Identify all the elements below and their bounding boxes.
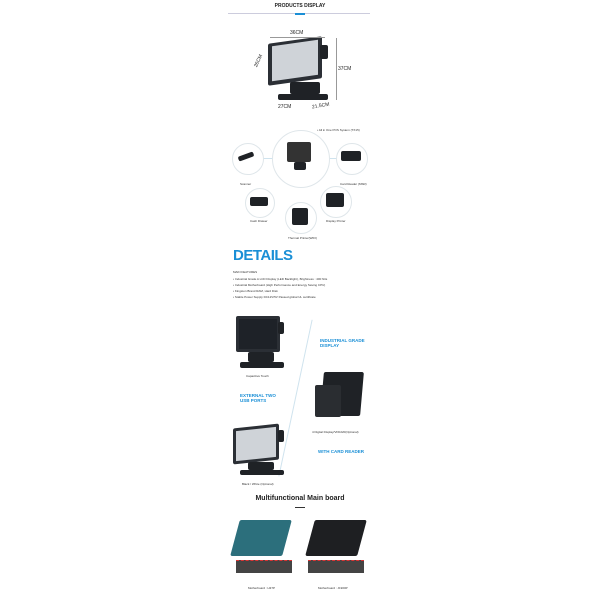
system-caption: • All in One POS System (TX15): [317, 128, 360, 132]
mainboard-title: Multifunctional Main board: [255, 495, 345, 502]
mainboard-h37p-image: [230, 520, 292, 556]
feature-bullet: • Stable Power Supply DC12V/5V Passed gl…: [233, 295, 316, 299]
dim-height: 37CM: [338, 66, 352, 72]
dim-depth: 26CM: [253, 53, 265, 69]
details-subtitle: MAIN FEATURES: [233, 270, 258, 274]
ports-j1900p: [308, 560, 364, 573]
caption-vfd: 4 Digital Display/VFD220(Optional): [312, 430, 359, 434]
pos-icon: [287, 142, 311, 162]
label-scanner: Scanner: [240, 182, 252, 186]
dim-base-depth: 21.5CM: [311, 101, 330, 111]
label-card-reader: Card Reader (MSR): [340, 182, 367, 186]
thermal-printer-icon: [292, 208, 308, 225]
width-line: [270, 37, 325, 38]
card-reader-icon: [341, 151, 361, 161]
details-title: DETAILS: [233, 247, 293, 264]
caption-capacitive: Capacitive Touch: [246, 374, 269, 378]
mainboard-j1900p-image: [305, 520, 367, 556]
products-display-title: PRODUCTS DISPLAY: [274, 3, 326, 9]
divider-accent: [295, 13, 305, 15]
caption-bw: Black / White (Optional): [242, 482, 274, 486]
dim-width: 36CM: [290, 30, 304, 36]
scanner-circle: [232, 143, 264, 175]
card-reader-label: WITH CARD READER: [318, 449, 364, 454]
divider: [295, 507, 305, 508]
usb-ports-label: EXTERNAL TWO USB PORTS: [240, 393, 276, 403]
label-cash-drawer: Cash Drawer: [250, 219, 268, 223]
caption-h37p: Motherboard : H37P: [248, 586, 276, 590]
feature-bullet: • Kingston Brand RAM, Hard Disk: [233, 289, 278, 293]
ports-h37p: [236, 560, 292, 573]
cash-drawer-icon: [250, 197, 268, 206]
dim-base: 27CM: [278, 104, 292, 110]
label-thermal-printer: Thermal Printer(WIFI): [288, 236, 318, 240]
industrial-display-label: INDUSTRIAL GRADE DISPLAY: [320, 338, 365, 348]
feature-bullet: • Industrial Grade A LCD Display (LED Ba…: [233, 277, 328, 281]
label-display-printer: Display Printer: [326, 219, 346, 223]
feature-bullet: • Industrial Motherboard (High Performan…: [233, 283, 326, 287]
display-printer-icon: [326, 193, 344, 207]
caption-j1900p: Motherboard : J1900P: [318, 586, 348, 590]
height-line: [336, 38, 337, 100]
